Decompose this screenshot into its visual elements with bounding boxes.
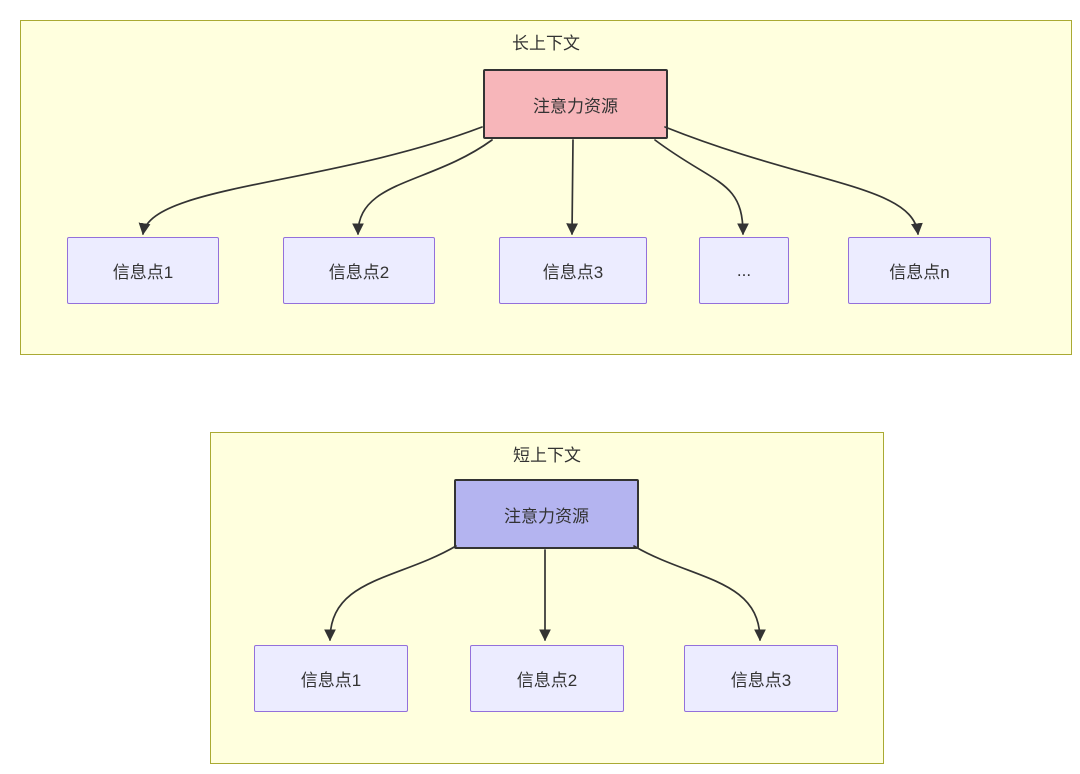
info-point-node-2: 信息点2 [470, 645, 624, 712]
long-context-panel: 长上下文 注意力资源 信息点1 信息点2 信息点3 ... 信息点n [20, 20, 1072, 355]
info-point-node-2: 信息点2 [283, 237, 435, 304]
info-point-node-1: 信息点1 [67, 237, 219, 304]
info-point-node-n: 信息点n [848, 237, 991, 304]
info-point-node-3: 信息点3 [684, 645, 838, 712]
attention-resource-node-long: 注意力资源 [483, 69, 668, 139]
info-point-node-1: 信息点1 [254, 645, 408, 712]
info-point-node-3: 信息点3 [499, 237, 647, 304]
attention-resource-node-short: 注意力资源 [454, 479, 639, 549]
long-context-title: 长上下文 [512, 34, 580, 53]
info-point-node-ellipsis: ... [699, 237, 789, 304]
short-context-title: 短上下文 [513, 446, 581, 465]
short-context-panel: 短上下文 注意力资源 信息点1 信息点2 信息点3 [210, 432, 884, 764]
